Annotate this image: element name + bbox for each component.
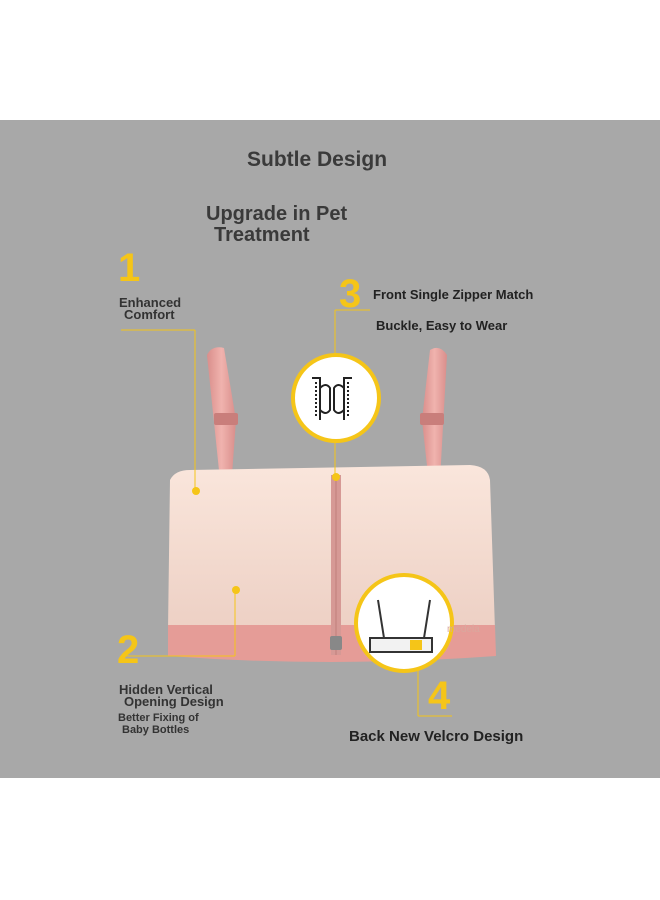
feature-3-line-1: Front Single Zipper Match (373, 287, 534, 302)
feature-sublabel-2: Better Fixing of Baby Bottles (118, 712, 199, 736)
feature-label-2: Hidden Vertical Opening Design (119, 682, 224, 709)
callout-dot-3 (332, 473, 340, 481)
feature-2-subline-2: Baby Bottles (122, 724, 190, 736)
callout-dot-2 (232, 586, 240, 594)
zipper-detail-drawing (312, 377, 352, 420)
right-strap-buckle (420, 413, 444, 425)
feature-label-1: Enhanced Comfort (119, 295, 182, 322)
feature-1-line-2: Comfort (124, 307, 175, 322)
feature-number-2: 2 (117, 628, 140, 672)
back-detail-circle (354, 573, 454, 673)
subheadline-line-2: Treatment (214, 224, 310, 246)
feature-number-1: 1 (118, 246, 141, 290)
product-illustration (121, 309, 496, 717)
headline: Subtle Design (247, 148, 388, 171)
feature-2-subline-1: Better Fixing of (118, 712, 199, 724)
subheadline-line-1: Upgrade in Pet (206, 203, 348, 225)
feature-4-line-1: Back New Velcro Design (349, 728, 524, 745)
feature-2-line-2: Opening Design (124, 694, 224, 709)
subheadline: Upgrade in Pet Treatment (206, 204, 347, 246)
back-detail-drawing (369, 599, 433, 653)
feature-number-4: 4 (428, 674, 451, 718)
zipper-detail-circle (291, 353, 381, 443)
left-strap-buckle (214, 413, 238, 425)
product-image-panel: Subtle Design Upgrade in Pet Treatment 1… (0, 120, 660, 778)
feature-number-3: 3 (339, 272, 362, 316)
feature-1-line-1: Enhanced (119, 295, 182, 310)
feature-2-line-1: Hidden Vertical (119, 682, 213, 697)
feature-3-line-2: Buckle, Easy to Wear (376, 318, 508, 333)
product-brand-mark: medela (447, 624, 480, 635)
zipper-pull (330, 636, 342, 650)
callout-dot-1 (192, 487, 200, 495)
